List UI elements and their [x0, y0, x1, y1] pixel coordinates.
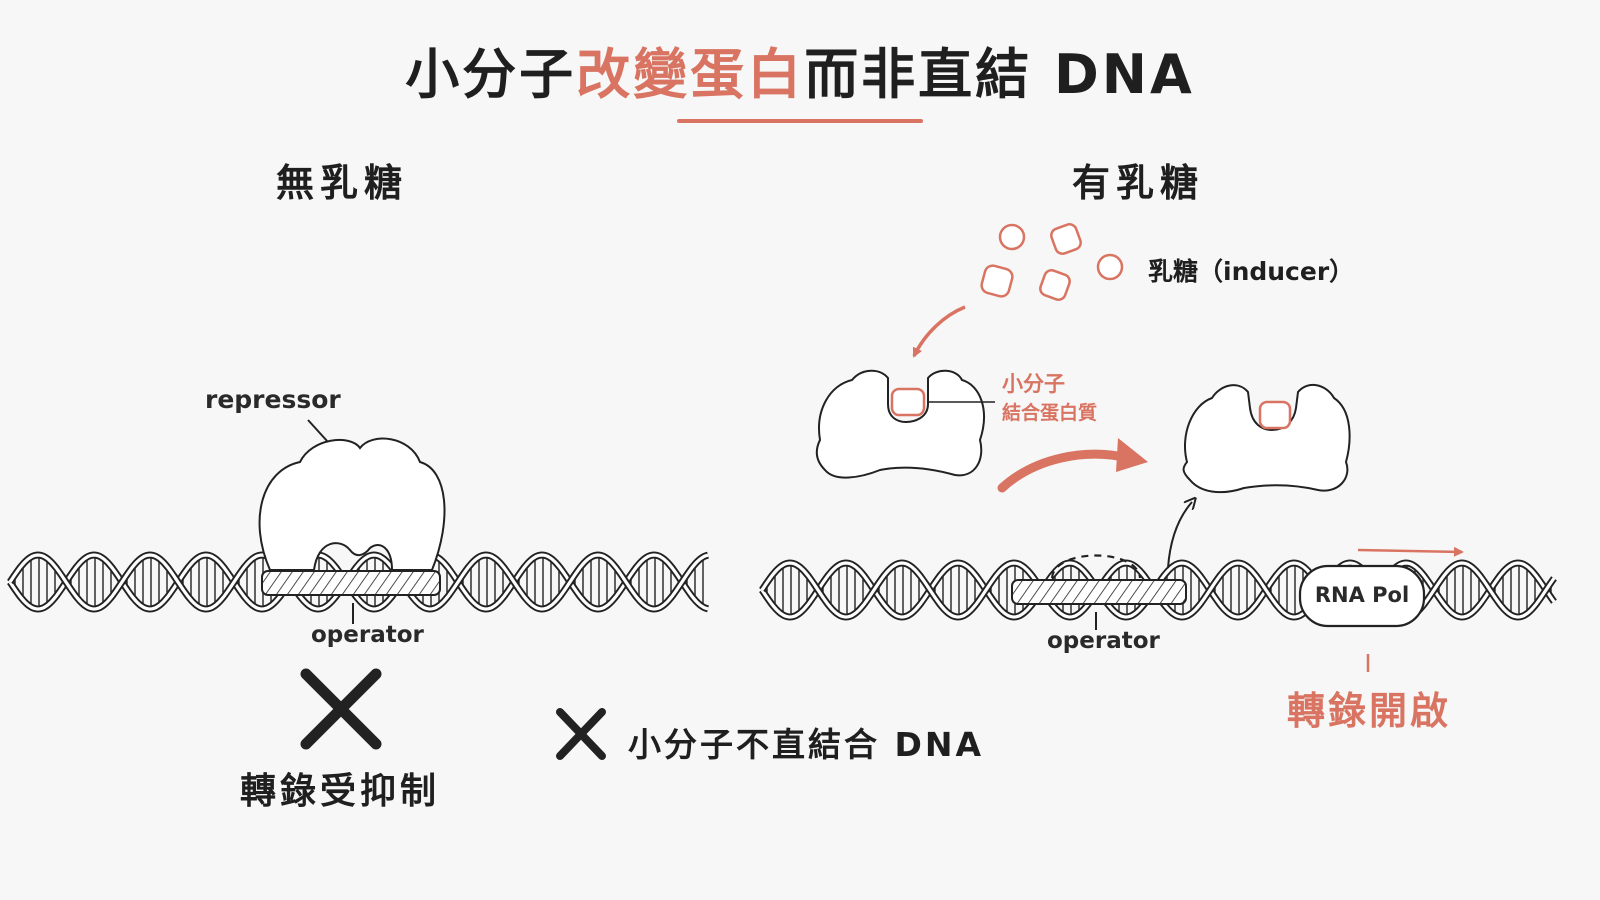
- rna-polymerase-label: RNA Pol: [1314, 583, 1410, 607]
- dna-strand-1: [8, 553, 709, 611]
- small-x-icon: [556, 708, 606, 760]
- right-panel-heading: 有乳糖: [1072, 161, 1205, 205]
- lactose-square-1: [1050, 223, 1082, 255]
- rna-polymerase: [1298, 564, 1426, 628]
- binding-label-line1: 小分子: [1002, 372, 1065, 396]
- lactose-circle-1: [998, 223, 1026, 251]
- conformation-arrow-head: [1116, 438, 1148, 472]
- repression-x-icon: [300, 668, 382, 750]
- repressor-pointer: [307, 419, 329, 443]
- lactose-binding-arrow: [912, 305, 966, 358]
- operator-label-right: operator: [1047, 628, 1160, 654]
- page-title: 小分子改變蛋白而非直結 DNA: [0, 30, 1600, 109]
- inducer-label: 乳糖（inducer）: [1148, 257, 1355, 286]
- operator-region-left: [262, 571, 440, 595]
- title-accent: 改變蛋白: [576, 43, 805, 106]
- binding-label-line2: 結合蛋白質: [1002, 402, 1098, 424]
- dna-strand-2: [8, 553, 709, 611]
- operator-region-right: [1012, 580, 1186, 604]
- bound-lactose-1: [890, 387, 926, 417]
- operator-label-left: operator: [311, 622, 424, 648]
- title-part1: 小分子: [405, 43, 577, 106]
- conformation-change-arrow: [997, 449, 1133, 493]
- footer-note: 小分子不直結合 DNA: [628, 725, 985, 764]
- repression-outcome-label: 轉錄受抑制: [240, 771, 441, 812]
- left-panel: [7, 419, 709, 750]
- lactose-square-3: [1039, 269, 1071, 301]
- released-repressor-protein: [1182, 383, 1351, 494]
- lactose-molecules: [980, 223, 1124, 301]
- lactose-circle-2: [1096, 253, 1124, 281]
- vacated-repressor-outline: [1050, 554, 1142, 579]
- transcription-direction-arrow: [1357, 546, 1464, 557]
- transcription-outcome-label: 轉錄開啟: [1287, 689, 1452, 733]
- right-panel: [759, 223, 1557, 672]
- repressor-protein-bound: [815, 369, 985, 479]
- release-arrow: [1167, 502, 1192, 569]
- repressor-label: repressor: [205, 385, 341, 414]
- repressor-protein-left: [258, 437, 446, 571]
- title-underline: [677, 119, 923, 123]
- title-part2: 而非直結 DNA: [804, 43, 1195, 106]
- left-panel-heading: 無乳糖: [276, 161, 409, 205]
- dna-helix-left: [7, 551, 709, 613]
- dna-helix-right: [759, 559, 1557, 621]
- lactose-square-2: [980, 264, 1014, 298]
- bound-lactose-2: [1258, 400, 1292, 430]
